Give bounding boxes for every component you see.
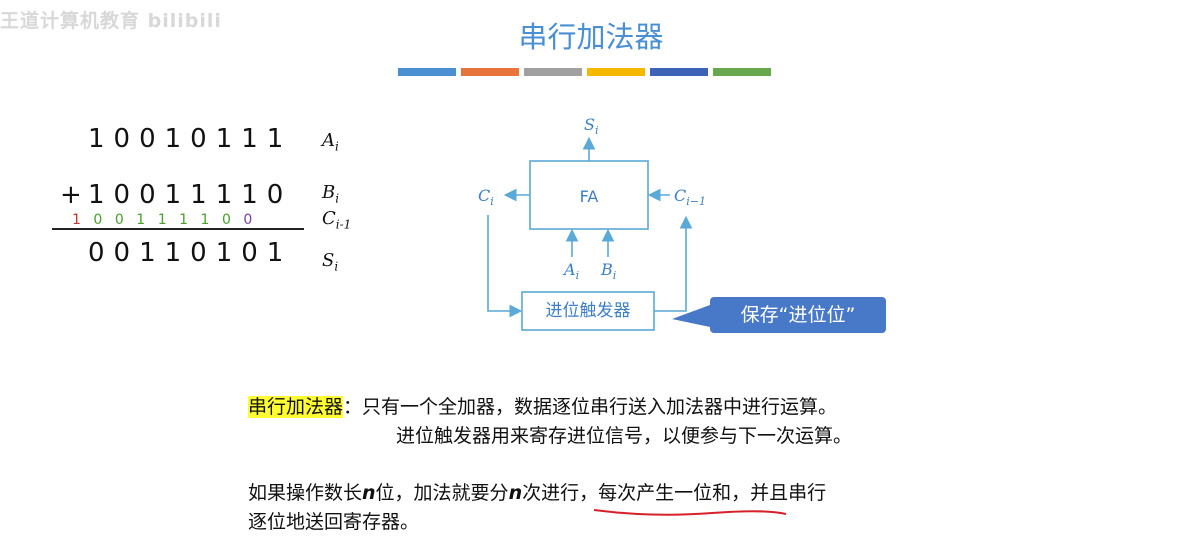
carry-digit: 1: [157, 212, 180, 228]
watermark: 王道计算机教育 bilibili: [0, 10, 222, 32]
carry-digit: 1: [200, 212, 222, 228]
plus-sign: +: [60, 180, 82, 210]
feedback-to-fa: [654, 215, 693, 312]
paragraph-2-line-1: 如果操作数长n位，加法就要分n次进行，每次产生一位和，并且串行: [248, 478, 826, 516]
title-bar-2: [524, 68, 582, 76]
serial-adder-diagram: FA 进位触发器 Si Ci Ci−1 Ai Bi: [478, 115, 710, 331]
title-bar-5: [713, 68, 771, 76]
carry-digit: 1: [72, 212, 94, 228]
callout-pointer: [672, 305, 710, 327]
title-bar-3: [587, 68, 645, 76]
title-bar-0: [398, 68, 456, 76]
s-out-label: Si: [584, 115, 599, 137]
carry-digit: 0: [221, 212, 244, 228]
feedback-to-flipflop: [487, 215, 523, 318]
sum-divider: [52, 228, 304, 230]
addend-b: 10011110: [88, 180, 293, 210]
fa-label: FA: [580, 187, 599, 206]
carry-digit: 1: [179, 212, 201, 228]
paragraph-2-line-2: 逐位地送回寄存器。: [248, 511, 420, 533]
highlighted-term: 串行加法器: [248, 396, 344, 418]
label-ai: Ai: [322, 130, 339, 154]
sum-s: 00110101: [88, 238, 293, 268]
underlined-phrase: 每次产生一位和: [593, 482, 787, 516]
a-in-label: Ai: [562, 260, 579, 282]
b-in-label: Bi: [600, 260, 616, 282]
title-bar-1: [461, 68, 519, 76]
label-bi: Bi: [322, 182, 340, 206]
flipflop-label: 进位触发器: [546, 301, 631, 321]
carry-digit: 0: [243, 212, 265, 228]
c-in-label: Ci−1: [674, 186, 706, 208]
paragraph-1-line-1: 串行加法器：只有一个全加器，数据逐位串行送入加法器中进行运算。: [248, 396, 838, 418]
carry-digit: 1: [136, 212, 158, 228]
paragraph-1-line-2: 进位触发器用来寄存进位信号，以便参与下一次运算。: [396, 425, 853, 447]
title-bar-4: [650, 68, 708, 76]
red-underline: [593, 509, 787, 516]
carry-digit: 0: [93, 212, 115, 228]
page-title: 串行加法器: [518, 20, 664, 54]
c-out-label: Ci: [478, 186, 494, 208]
label-ci-1: Ci-1: [322, 208, 352, 232]
title-color-bars: [398, 68, 776, 76]
callout-save-carry: 保存“进位位”: [710, 297, 886, 333]
label-si: Si: [322, 250, 339, 274]
carry-digit: 0: [114, 212, 137, 228]
carry-row: 100111100: [72, 212, 265, 228]
addend-a: 10010111: [88, 124, 293, 154]
